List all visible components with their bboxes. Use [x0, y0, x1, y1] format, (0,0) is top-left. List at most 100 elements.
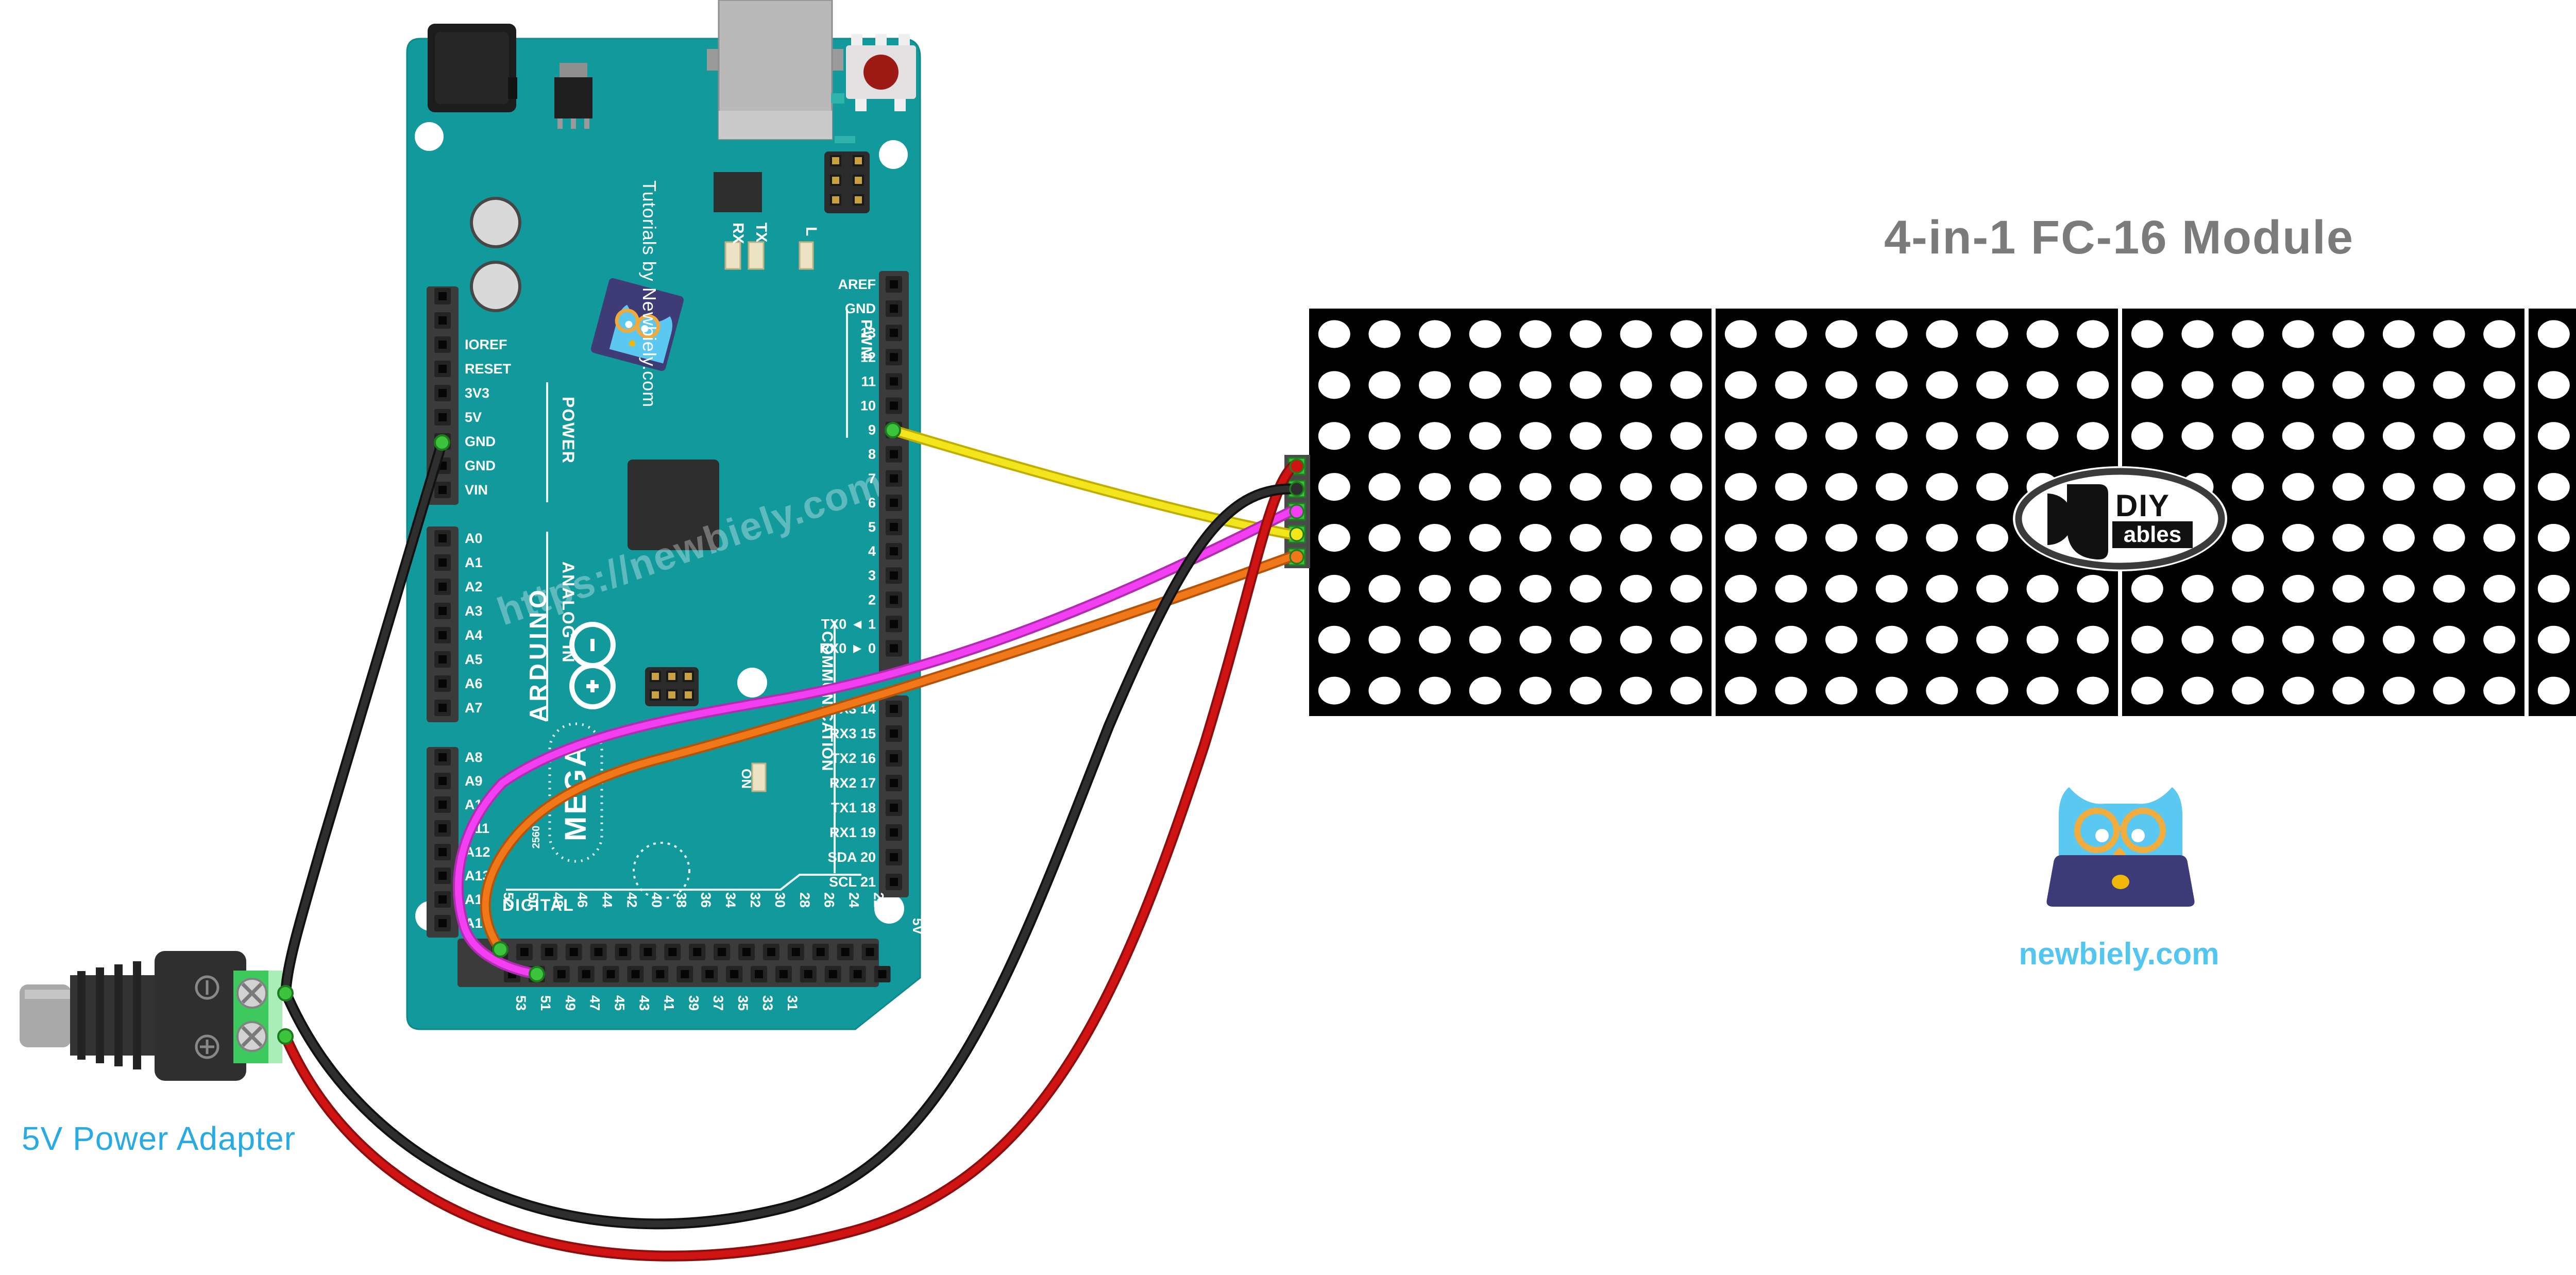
module-pin-tip — [1289, 504, 1304, 519]
pin-label: 39 — [686, 995, 701, 1011]
arduino-board: RX TX L ON POWER ANALOG IN PWM COMMUNICA… — [406, 0, 925, 1030]
matrix-dot — [1976, 574, 2008, 603]
pin-label: 24 — [846, 892, 862, 908]
pin-label: 51 — [538, 995, 553, 1011]
matrix-dot — [2382, 422, 2415, 450]
matrix-dot — [1926, 676, 1958, 705]
matrix-dot — [2483, 320, 2516, 348]
usb-port — [707, 0, 843, 140]
matrix-dot — [1419, 574, 1451, 603]
matrix-dot — [2382, 523, 2415, 552]
matrix-dot — [1620, 574, 1652, 603]
matrix-dot — [2332, 676, 2365, 705]
arduino-brand-text: ARDUINO — [524, 586, 551, 722]
led-matrix-module — [1309, 309, 2576, 716]
matrix-dot — [1419, 371, 1451, 399]
din-wire — [452, 506, 1296, 980]
pin-label: A7 — [465, 700, 483, 716]
pin-label: 3V3 — [465, 385, 489, 401]
connection-dot — [529, 966, 545, 982]
matrix-dot — [2026, 422, 2059, 450]
pin-label: 6 — [868, 495, 876, 511]
capacitors — [470, 197, 521, 312]
digital-section-label: DIGITAL — [502, 896, 574, 914]
power-adapter-label: 5V Power Adapter — [22, 1120, 296, 1157]
matrix-dot — [1875, 574, 1908, 603]
matrix-dot — [1368, 523, 1401, 552]
matrix-dot — [1775, 320, 1807, 348]
on-led-label: ON — [739, 769, 754, 789]
matrix-dot — [1318, 473, 1350, 501]
pin-label: 4 — [868, 543, 876, 559]
matrix-dot — [1875, 625, 1908, 654]
matrix-dot — [2282, 371, 2314, 399]
wires — [280, 424, 1299, 1262]
pin-label: TX0 ◄ 1 — [821, 616, 876, 632]
pin-label: A8 — [465, 750, 483, 765]
matrix-dot — [1620, 473, 1652, 501]
matrix-dot — [2433, 371, 2465, 399]
pin-label: RX3 15 — [829, 726, 876, 741]
matrix-dot — [1368, 320, 1401, 348]
matrix-dot — [1469, 320, 1501, 348]
matrix-dot — [2537, 473, 2570, 501]
matrix-dot — [2282, 320, 2314, 348]
cs-wire — [887, 424, 1296, 540]
matrix-dot — [1775, 574, 1807, 603]
matrix-dot — [2026, 625, 2059, 654]
matrix-dot — [2332, 523, 2365, 552]
pin-label: 22 — [871, 892, 887, 908]
matrix-dot — [2232, 676, 2264, 705]
matrix-dot — [1368, 574, 1401, 603]
voltage-regulator — [554, 63, 592, 129]
matrix-dot — [1318, 625, 1350, 654]
pin-label: A6 — [465, 676, 483, 691]
matrix-dot — [2483, 371, 2516, 399]
matrix-dot — [1519, 320, 1552, 348]
matrix-dot — [1875, 523, 1908, 552]
matrix-dot — [1875, 473, 1908, 501]
matrix-panel — [1309, 309, 1711, 716]
matrix-dot — [1419, 523, 1451, 552]
matrix-dot — [1976, 676, 2008, 705]
matrix-dot — [2483, 574, 2516, 603]
matrix-dot — [2433, 422, 2465, 450]
pin-label: 52 — [501, 892, 516, 908]
matrix-dot — [1825, 371, 1858, 399]
pin-label: RX1 19 — [829, 825, 876, 840]
matrix-dot — [1670, 320, 1703, 348]
matrix-dot — [1318, 676, 1350, 705]
pin-label: A0 — [465, 531, 483, 546]
matrix-dot — [1724, 320, 1757, 348]
matrix-dot — [1419, 473, 1451, 501]
header-strip — [427, 526, 459, 722]
pin-label: 41 — [661, 995, 676, 1011]
matrix-dot — [2483, 523, 2516, 552]
matrix-dot — [2077, 676, 2109, 705]
pin-label: 45 — [612, 995, 628, 1011]
matrix-dot — [1419, 422, 1451, 450]
matrix-dot — [2282, 625, 2314, 654]
matrix-dot — [2537, 371, 2570, 399]
matrix-dot — [2483, 625, 2516, 654]
board-owl-sticker — [590, 278, 684, 371]
matrix-dot — [2282, 574, 2314, 603]
connection-dot — [434, 434, 450, 451]
matrix-dot — [1825, 422, 1858, 450]
matrix-dot — [1469, 625, 1501, 654]
matrix-dot — [1469, 422, 1501, 450]
matrix-dot — [1670, 371, 1703, 399]
matrix-dot — [1875, 422, 1908, 450]
matrix-dot — [2131, 371, 2163, 399]
matrix-dot — [2131, 422, 2163, 450]
pin-label: 5 — [868, 519, 876, 535]
matrix-dot — [2026, 320, 2059, 348]
matrix-dot — [1469, 473, 1501, 501]
matrix-dot — [1775, 523, 1807, 552]
matrix-dot — [2433, 625, 2465, 654]
matrix-dot — [1670, 422, 1703, 450]
matrix-dot — [1825, 625, 1858, 654]
matrix-dot — [1775, 676, 1807, 705]
pin-label: 40 — [649, 892, 664, 908]
polarity-marks — [195, 975, 219, 1059]
